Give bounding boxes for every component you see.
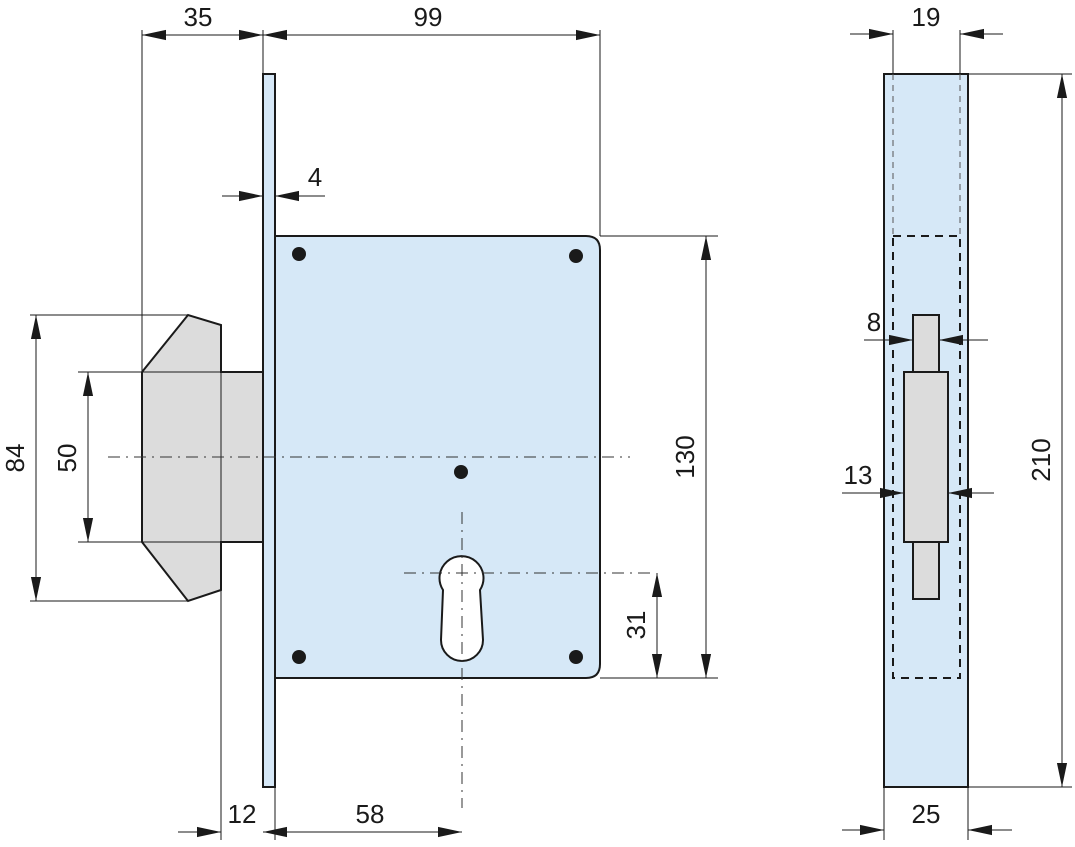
- dim-label-4: 4: [308, 162, 322, 192]
- dim-label-12: 12: [228, 799, 257, 829]
- dim-label-35: 35: [184, 2, 213, 32]
- dim-label-99: 99: [414, 2, 443, 32]
- dim-label-25: 25: [912, 799, 941, 829]
- dim-label-130: 130: [670, 435, 700, 478]
- dim-label-58: 58: [356, 799, 385, 829]
- spindle-hole: [454, 465, 468, 479]
- dim-label-31: 31: [621, 611, 651, 640]
- cylinder-keyhole: [438, 555, 485, 662]
- dim-label-84: 84: [0, 444, 30, 473]
- bolt-side: [903, 371, 949, 543]
- hidden-case-outline: [892, 235, 961, 679]
- screw-hole-top-left: [292, 247, 306, 261]
- deadbolt: [141, 313, 264, 603]
- dim-label-210: 210: [1026, 438, 1056, 481]
- dim-label-8: 8: [867, 307, 881, 337]
- dim-label-19: 19: [912, 2, 941, 32]
- side-view: 19 25 210 8 13: [842, 2, 1072, 840]
- dim-label-50: 50: [52, 444, 82, 473]
- screw-hole-bottom-right: [569, 650, 583, 664]
- screw-hole-bottom-left: [292, 650, 306, 664]
- lock-case: [274, 235, 601, 679]
- screw-hole-top-right: [569, 249, 583, 263]
- faceplate-front: [262, 73, 276, 788]
- front-view: 35 99 4 84 50 130 31 12 58: [0, 2, 718, 840]
- dim-label-13: 13: [844, 460, 873, 490]
